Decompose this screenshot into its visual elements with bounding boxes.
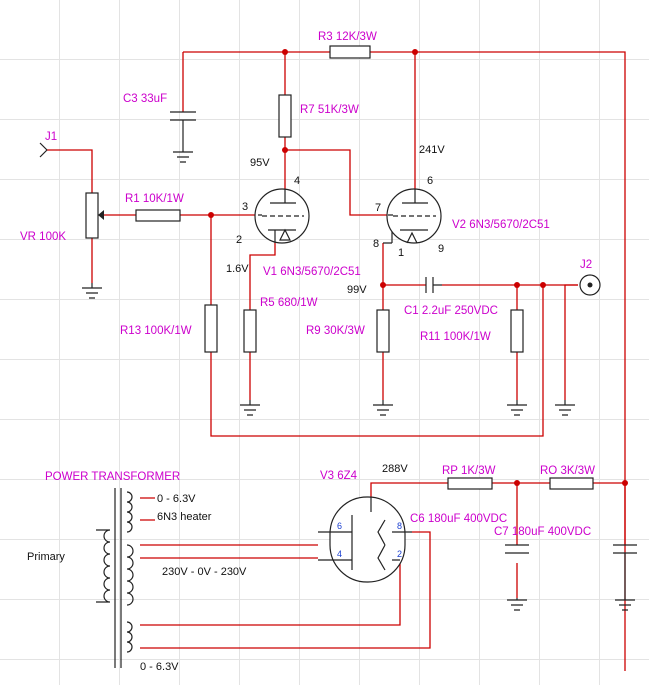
- rp-resistor: [447, 477, 493, 490]
- r5-label: R5 680/1W: [260, 297, 318, 309]
- c6-capacitor: [613, 544, 637, 598]
- v1-6-voltage: 1.6V: [226, 263, 249, 275]
- v2-pin-1: 1: [398, 247, 404, 259]
- j2-label: J2: [580, 259, 592, 271]
- r3-label: R3 12K/3W: [318, 31, 377, 43]
- ro-label: RO 3K/3W: [540, 465, 595, 477]
- heater-note-label: 6N3 heater: [157, 511, 212, 523]
- heater-range-label: 0 - 6.3V: [157, 493, 196, 505]
- r5-resistor: [243, 309, 257, 353]
- v1-tube: [254, 188, 310, 244]
- wires: [47, 51, 626, 671]
- hv-secondary-label: 230V - 0V - 230V: [162, 566, 247, 578]
- r1-label: R1 10K/1W: [125, 193, 184, 205]
- v3-rectifier-tube: [318, 496, 412, 583]
- v3-label: V3 6Z4: [320, 470, 358, 482]
- j1-label: J1: [45, 131, 57, 143]
- ro-resistor: [549, 477, 594, 490]
- v2-pin-6: 6: [427, 175, 433, 187]
- r9-resistor: [376, 309, 390, 353]
- j2-connector: [579, 274, 601, 296]
- v3-pin-2: 2: [397, 549, 402, 559]
- vr-potentiometer: [85, 192, 104, 239]
- v1-pin-4: 4: [294, 175, 300, 187]
- c7-capacitor: [505, 544, 529, 554]
- power-transformer: [96, 488, 134, 668]
- v3-pin-4: 4: [337, 549, 342, 559]
- r13-label: R13 100K/1W: [120, 325, 192, 337]
- v1-label: V1 6N3/5670/2C51: [263, 266, 361, 278]
- r13-resistor: [204, 304, 218, 353]
- bottom-secondary-label: 0 - 6.3V: [140, 661, 179, 673]
- r1-resistor: [135, 209, 181, 222]
- v2-pin-8: 8: [373, 238, 379, 250]
- r11-resistor: [510, 309, 524, 353]
- v99-voltage: 99V: [347, 284, 367, 296]
- v95-voltage: 95V: [250, 157, 270, 169]
- c1-capacitor: [425, 277, 442, 293]
- v1-pin-2: 2: [236, 234, 242, 246]
- transformer-title: POWER TRANSFORMER: [45, 471, 180, 483]
- vr-label: VR 100K: [20, 231, 66, 243]
- c1-label: C1 2.2uF 250VDC: [404, 305, 498, 317]
- r7-resistor: [278, 94, 292, 138]
- v2-pin-9: 9: [438, 243, 444, 255]
- c3-capacitor: [170, 111, 196, 150]
- r7-label: R7 51K/3W: [300, 104, 359, 116]
- r3-resistor: [329, 45, 371, 59]
- c7-label: C7 180uF 400VDC: [494, 526, 591, 538]
- c6-label: C6 180uF 400VDC: [410, 513, 507, 525]
- r11-label: R11 100K/1W: [420, 331, 491, 343]
- v2-pin-7: 7: [375, 202, 381, 214]
- j1-connector: [39, 142, 48, 158]
- junctions: [208, 49, 628, 486]
- v241-voltage: 241V: [419, 144, 445, 156]
- rp-label: RP 1K/3W: [442, 465, 496, 477]
- v288-voltage: 288V: [382, 463, 408, 475]
- c3-label: C3 33uF: [123, 93, 167, 105]
- v2-label: V2 6N3/5670/2C51: [452, 219, 550, 231]
- primary-label: Primary: [27, 551, 65, 563]
- v3-pin-8: 8: [397, 521, 402, 531]
- v2-tube: [383, 188, 442, 244]
- v1-pin-3: 3: [242, 201, 248, 213]
- ground-symbols: [82, 150, 635, 611]
- r9-label: R9 30K/3W: [306, 325, 365, 337]
- v3-pin-6: 6: [337, 521, 342, 531]
